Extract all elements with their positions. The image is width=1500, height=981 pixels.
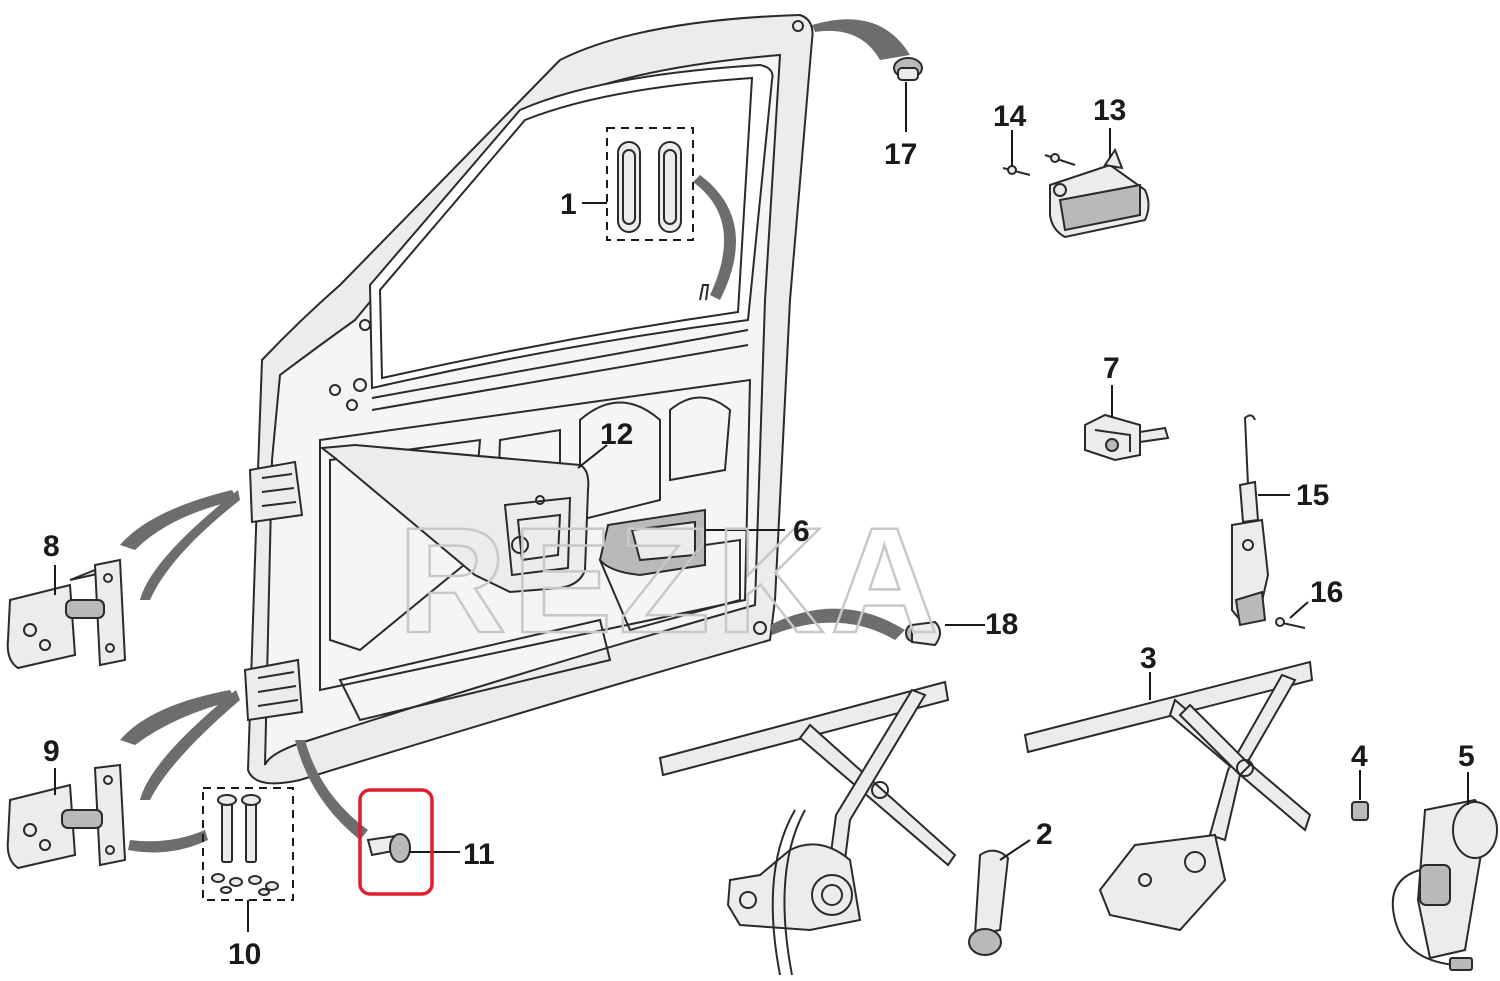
part-18-bumper [905,620,985,647]
part-13-outer-handle [1049,128,1150,239]
callout-1: 1 [560,188,577,221]
callout-15: 15 [1296,479,1329,512]
callout-13: 13 [1093,94,1126,127]
part-17-plug [893,57,923,132]
callout-14: 14 [993,100,1027,133]
part-8-upper-hinge [6,558,127,670]
part-16-pin [1275,601,1309,629]
callout-16: 16 [1310,576,1343,609]
callout-18: 18 [985,608,1018,641]
part-9-lower-hinge [6,763,127,870]
part-7-striker [1084,385,1170,462]
door-shell [243,13,814,785]
leader-swooshes [120,19,910,853]
callout-3: 3 [1140,642,1157,675]
callout-6: 6 [793,515,810,548]
callout-7: 7 [1103,352,1120,385]
part-6-inner-handle [598,508,785,577]
part-12-trim-bracket [319,443,608,594]
watermark: REZKA [398,496,945,664]
callout-2: 2 [1036,818,1053,851]
callout-5: 5 [1458,740,1475,773]
manual-window-regulator [658,680,957,976]
callout-11: 11 [463,838,495,871]
part-5-window-motor [1391,772,1498,971]
callout-17: 17 [884,138,917,171]
part-4-clip [1351,770,1369,821]
callout-8: 8 [43,530,60,563]
part-2-window-crank [968,839,1031,956]
callout-9: 9 [43,735,60,768]
callout-4: 4 [1351,740,1368,773]
part-10-hinge-pin-kit [202,787,294,932]
highlight-box-part-11 [358,788,434,896]
callout-10: 10 [228,938,261,971]
part-15-lock-actuator [1231,414,1290,627]
part-1-window-run-channels [582,127,694,241]
part-3-window-regulator [1023,660,1314,932]
part-14-clips [1002,130,1076,176]
part-11-bolt [366,833,460,863]
callout-12: 12 [600,418,633,451]
